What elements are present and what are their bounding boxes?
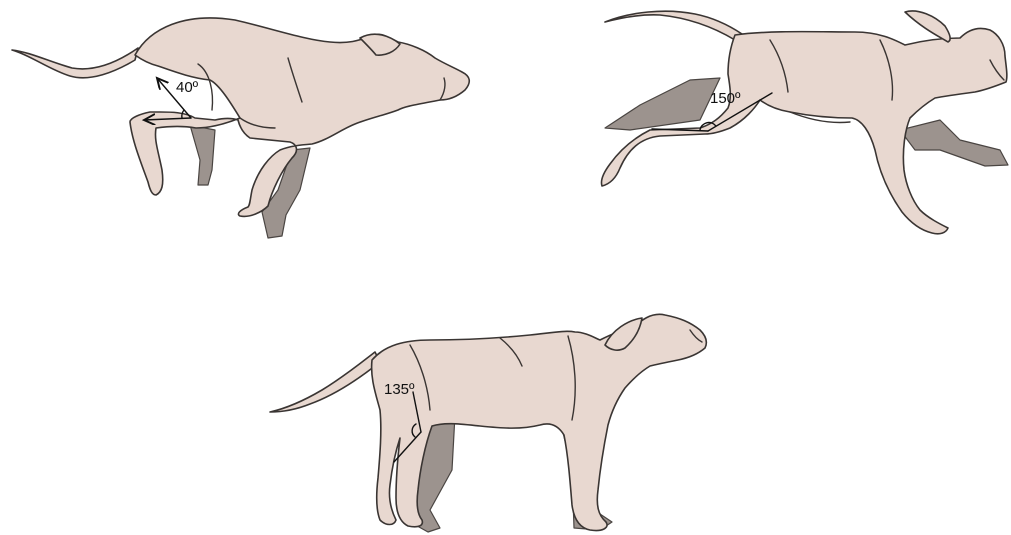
far-hind-leg-shadow [190,125,215,185]
figure-galloping-extended: 150º [601,11,1008,234]
figure-standing: 135º [270,314,706,532]
tail [270,352,380,412]
tail [605,11,742,40]
tail [12,48,138,78]
hock-angle-label: 150º [710,90,741,107]
figure-galloping-flexed: 40º [12,18,469,238]
ear [905,11,950,42]
far-foreleg-shadow [900,120,1008,166]
hock-angle-label: 40º [176,79,199,96]
far-hind-leg-shadow [605,78,720,130]
hock-angle-label: 135º [384,381,415,398]
